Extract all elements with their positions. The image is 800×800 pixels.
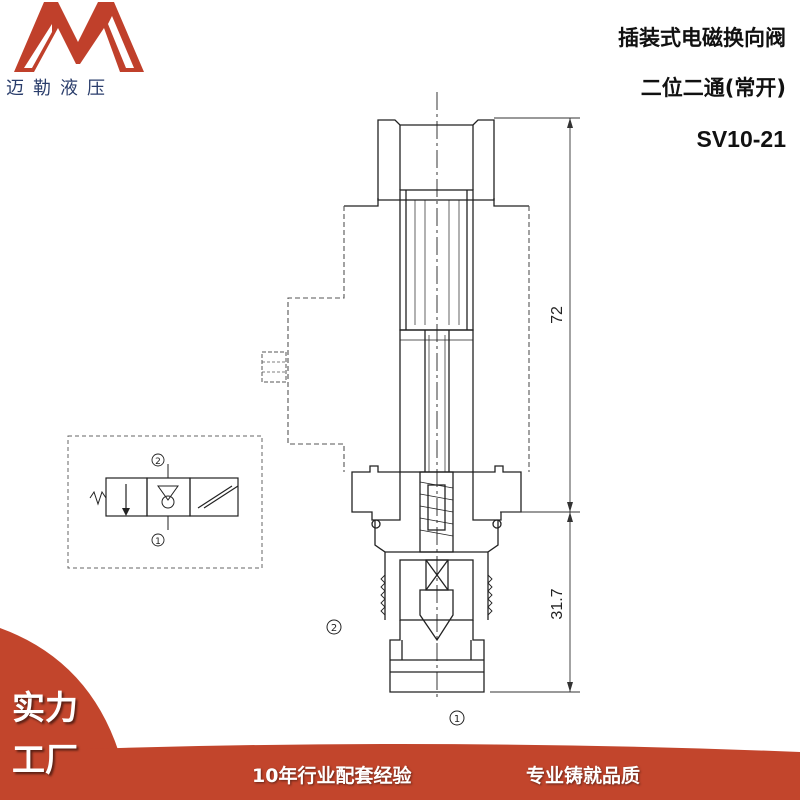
cartridge-nose	[389, 620, 485, 693]
product-subtitle: 二位二通(常开)	[640, 76, 786, 100]
footer-quality: 专业铸就品质	[526, 765, 641, 787]
solenoid-tube	[399, 189, 474, 331]
plunger-tube	[399, 329, 474, 473]
svg-text:2: 2	[331, 623, 337, 634]
top-nut	[377, 119, 495, 201]
svg-text:1: 1	[454, 714, 460, 725]
valve-body	[351, 465, 401, 521]
model-number: SV10-21	[696, 126, 786, 152]
coil-connector	[261, 351, 287, 383]
hydraulic-symbol: 2 1	[67, 435, 263, 569]
svg-text:2: 2	[155, 457, 161, 467]
company-logo	[14, 2, 144, 72]
port-1-label: 1	[449, 710, 465, 726]
brand-name: 迈勒液压	[6, 78, 114, 99]
footer-banner	[0, 628, 800, 800]
poppet	[419, 589, 454, 642]
coil-outline	[287, 206, 530, 472]
slogan-left-2: 工厂	[12, 740, 78, 779]
footer-experience: 10年行业配套经验	[252, 765, 412, 787]
slogan-left-1: 实力	[12, 688, 78, 727]
port-2-label: 2	[326, 619, 342, 635]
dim-cartridge-length: 31.7	[549, 588, 566, 619]
dim-total-length: 72	[549, 306, 566, 324]
product-title: 插装式电磁换向阀	[618, 26, 786, 50]
svg-text:1: 1	[155, 537, 161, 547]
